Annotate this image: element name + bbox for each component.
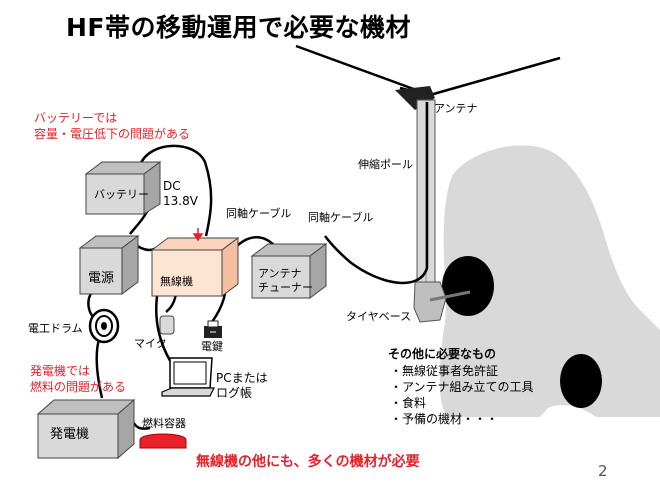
fuel-container-label: 燃料容器 [142,417,186,430]
others-heading: その他に必要なもの [388,347,497,361]
pole-label: 伸縮ポール [358,158,413,171]
battery-note-line-1: バッテリーでは [34,111,118,125]
others-item: ・食料 [390,396,427,410]
battery-note-line-2: 容量・電圧低下の問題がある [34,127,191,141]
others-item: ・アンテナ組み立ての工具 [390,380,534,394]
others-item: ・予備の機材・・・ [390,412,499,426]
antenna-label: アンテナ [434,102,478,115]
mic-label: マイク [134,337,167,350]
coax-label-2: 同軸ケーブル [308,211,374,224]
microphone-icon [159,315,175,335]
page-title: HF帯の移動運用で必要な機材 [66,13,412,42]
generator-note-line-1: 発電機では [30,364,91,378]
power-supply-box [78,235,140,295]
laptop-icon [161,357,215,397]
others-item: ・無線従事者免許証 [390,364,499,378]
radio-label: 無線機 [160,275,193,288]
dc-label-line-2: 13.8V [163,194,198,208]
generator-label: 発電機 [50,427,90,442]
cord-reel-icon [88,308,120,344]
footer-message: 無線機の他にも、多くの機材が必要 [196,454,420,470]
battery-label: バッテリー [94,188,149,201]
tire-base-label: タイヤベース [346,310,412,323]
car-wheel-front [442,256,494,316]
page-number: 2 [598,462,608,480]
pc-label-line-1: PCまたは [216,371,268,385]
fuel-container-icon [139,433,187,449]
generator-box [36,398,136,460]
tuner-box [250,243,328,299]
key-label: 電鍵 [201,340,223,353]
pc-label-line-2: ログ帳 [216,386,253,400]
tuner-label-line-1: アンテナ [258,267,302,280]
tire-base [413,281,447,323]
power-supply-label: 電源 [88,271,115,286]
generator-note-line-2: 燃料の問題がある [30,380,127,394]
coax-label-1: 同軸ケーブル [226,207,292,220]
note-arrow [192,228,204,242]
tuner-label-line-2: チューナー [258,281,313,294]
car-wheel-rear [560,354,602,408]
car-silhouette [439,145,660,418]
dc-label-line-1: DC [163,179,181,193]
cord-reel-label: 電工ドラム [28,322,83,335]
battery-box [84,161,162,215]
radio-box [150,237,240,297]
morse-key-icon [204,320,222,338]
